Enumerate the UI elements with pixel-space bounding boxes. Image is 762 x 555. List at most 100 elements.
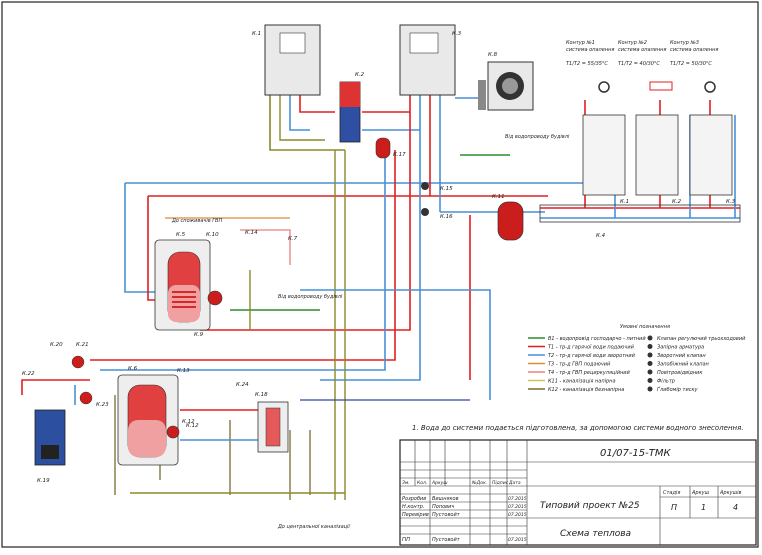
dhw-tank-k5-coil [172, 291, 196, 308]
title-block-name: Пустовойт [432, 537, 461, 543]
legend-line-label: В1 - водопровід господарчо - питний [548, 336, 646, 342]
pipe-k1-drain2 [279, 95, 325, 141]
pipe-k19-red [21, 379, 90, 395]
tag-k12: К.12 [182, 419, 195, 425]
tag-k11: К.11 [492, 194, 505, 200]
pipe-red-k20 [90, 150, 396, 361]
dhw-tank-k5-lower [168, 285, 200, 322]
title-block-role: Перевірив [402, 512, 429, 518]
pump-group-3 [689, 114, 733, 196]
tag-k6: К.6 [128, 366, 138, 372]
tag-k15: К.15 [440, 186, 453, 192]
heat-exchanger-k18-core [265, 407, 281, 447]
legend-symbol-label: Повітровідвідник [657, 370, 702, 376]
tag-k4: К.4 [596, 233, 606, 239]
expansion-vessel-k17 [375, 137, 391, 159]
title-block-name: Пустовойт [432, 512, 461, 518]
title-block-role: ГІП [402, 537, 410, 543]
legend-symbol-label: Запобіжний клапан [657, 362, 710, 368]
expansion-vessel-k20 [71, 355, 85, 369]
tag-k10: К.10 [206, 232, 219, 238]
label-from-water2: Від водопроводу будівлі [278, 294, 343, 300]
title-block-name: Попович [432, 504, 454, 510]
pump-group-1 [582, 114, 626, 196]
legend-symbol-label: Ґлибомір тиску [657, 386, 698, 393]
hydro-separator-hot [340, 82, 360, 107]
tag-k17: К.17 [393, 152, 406, 158]
tag-k5: К.5 [176, 232, 186, 238]
legend-symbol-icon [647, 352, 653, 358]
legend-line-label: Т3 - тр-д ГВП подаючий [548, 362, 611, 368]
heat-pump-fins [478, 80, 486, 110]
title-block-header: Кол. [417, 480, 427, 486]
title-block-header: №Док. [471, 480, 487, 486]
valve-k16 [421, 208, 429, 216]
legend-symbol-label: Фільтр [657, 379, 675, 385]
pipe-blue-down [320, 130, 421, 381]
title-block-frame [399, 439, 757, 546]
legend-symbol-label: Клапан регулючий трьохходовий [657, 336, 746, 342]
title-block-date: 07.2015 [508, 537, 527, 543]
title-block-header: Аркуш [431, 480, 447, 486]
title-block-date: 07.2015 [508, 496, 527, 502]
tag-k21: К.21 [76, 342, 89, 348]
sheets-value: 4 [733, 503, 738, 512]
title-block-date: 07.2015 [508, 504, 527, 510]
tag-k3: К.3 [452, 31, 462, 37]
title-block-header: Дата [508, 480, 521, 486]
expansion-vessel-k23 [79, 391, 93, 405]
manifold-k4 [539, 204, 741, 223]
tag-k22: К.22 [22, 371, 35, 377]
circuit-1-sub: система опалення [566, 47, 614, 53]
pump-group-2 [635, 114, 679, 196]
valve-k15 [421, 182, 429, 190]
boiler-k3-panel [409, 32, 439, 54]
expansion-vessel-k9 [207, 290, 223, 306]
legend-line-label: К11 - каналізація напірна [548, 379, 616, 385]
title-block-date: 07.2015 [508, 512, 527, 518]
legend-symbol-label: Зворотний клапан [657, 353, 706, 359]
tag-k20: К.20 [50, 342, 63, 348]
pipe-k1-supply [299, 95, 335, 113]
sheets-header: Аркушів [719, 490, 742, 496]
drawing-code: 01/07-15-ТМК [600, 448, 671, 459]
circuit-2-sub: система опалення [618, 47, 666, 53]
legend-line-label: К12 - каналізація безнапірна [548, 387, 624, 393]
circuit-1-temp: T1/T2 = 55/35°С [566, 61, 608, 67]
circuit-3-sub: система опалення [670, 47, 718, 53]
legend-line-label: Т2 - тр-д гарячої води зворотний [548, 353, 636, 359]
tag-k9: К.9 [194, 332, 204, 338]
tag-k1: К.1 [252, 31, 261, 37]
project-name: Типовий проект №25 [540, 501, 640, 511]
expansion-vessel-k11 [497, 201, 524, 241]
title-block-role: Н.контр. [402, 504, 424, 510]
stage-value: П [671, 503, 677, 512]
tag-k14: К.14 [245, 230, 258, 236]
pipe-k2-red [362, 95, 411, 113]
tag-group1: К.1 [620, 199, 629, 205]
legend-line-label: Т4 - тр-д ГВП рециркуляційний [548, 370, 631, 376]
pipe-red-down [200, 112, 411, 331]
pipe-k11-blue [300, 289, 491, 400]
circuit-2-coil [649, 81, 673, 91]
stage-header: Стадія [663, 490, 680, 496]
tag-k7: К.7 [288, 236, 298, 242]
pipe-k12-top [269, 95, 345, 151]
tag-k24: К.24 [236, 382, 249, 388]
buffer-tank-k6-lower [128, 420, 166, 457]
legend-symbol-icon [647, 361, 653, 366]
tag-k19: К.19 [37, 478, 50, 484]
circuit-3-gauge [704, 81, 716, 93]
title-block-name: Вишняков [432, 496, 459, 502]
title-block-header: Зм. [402, 480, 410, 486]
sheet-header: Аркуш [691, 490, 710, 496]
legend-symbol-icon [647, 369, 653, 375]
legend-symbol-icon [647, 386, 653, 392]
pipe-k1-return [289, 95, 310, 131]
expansion-vessel-k12 [166, 425, 180, 439]
